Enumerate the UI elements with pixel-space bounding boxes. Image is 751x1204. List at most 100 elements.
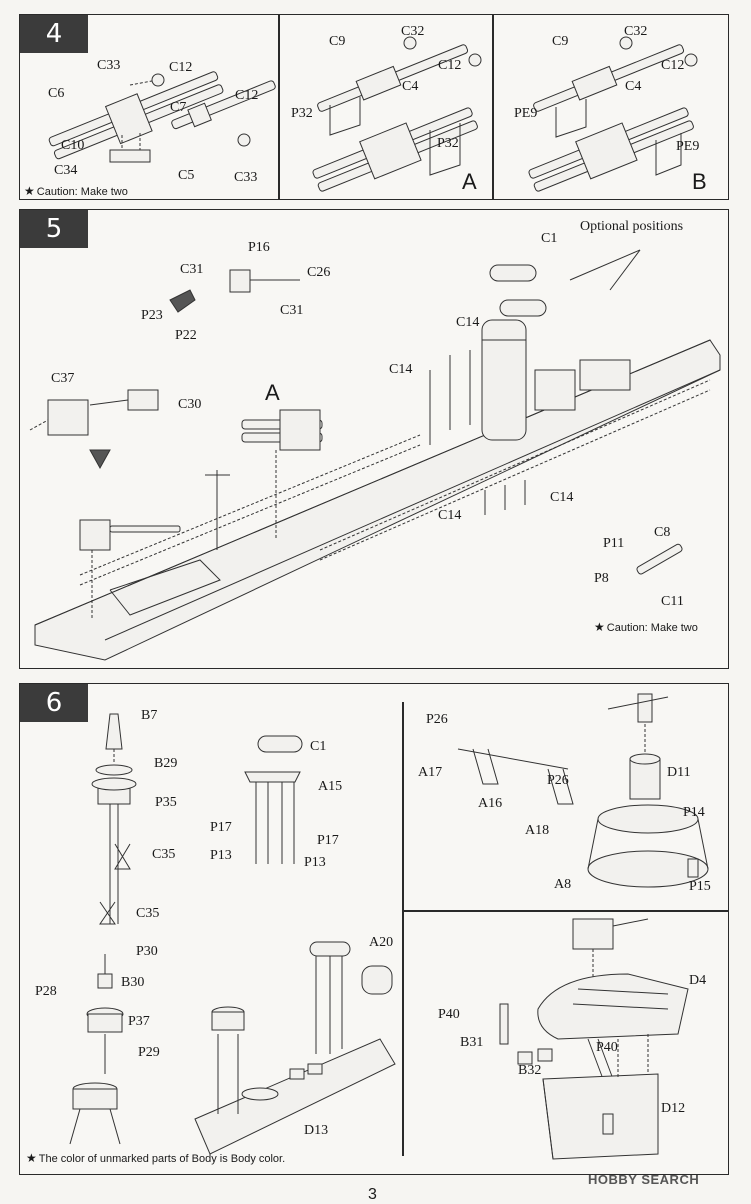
step5-label-c14a: C14 bbox=[456, 315, 480, 330]
step6-label-p17a: P17 bbox=[210, 820, 232, 835]
step4-label-c34: C34 bbox=[54, 163, 78, 178]
step6-label-b31: B31 bbox=[460, 1035, 484, 1050]
step5-label-c31a: C31 bbox=[180, 262, 204, 277]
step6-label-b30: B30 bbox=[121, 975, 145, 990]
step6-label-c35b: C35 bbox=[136, 906, 160, 921]
step5-number: 5 bbox=[20, 210, 88, 248]
step4-label-c6: C6 bbox=[48, 86, 65, 101]
step4-caution-text: Caution: Make two bbox=[36, 186, 128, 198]
step4-b-label-c4: C4 bbox=[625, 79, 642, 94]
step4-b-tag: B bbox=[692, 169, 707, 194]
step5-label-p23: P23 bbox=[141, 308, 163, 323]
step6-divider-horizontal bbox=[402, 910, 728, 912]
step4-divider-1 bbox=[278, 15, 280, 199]
step6-label-d13: D13 bbox=[304, 1123, 329, 1138]
step4-gun-variant-b-drawing bbox=[528, 36, 698, 192]
step6-label-b7: B7 bbox=[141, 708, 158, 723]
step4-caution: ★Caution: Make two bbox=[24, 185, 128, 198]
step4-a-label-p32a: P32 bbox=[291, 106, 313, 121]
step5-label-c31b: C31 bbox=[280, 303, 304, 318]
step5-panel: 5 bbox=[19, 209, 729, 669]
step6-label-p13a: P13 bbox=[210, 848, 232, 863]
step4-b-label-c9: C9 bbox=[552, 34, 569, 49]
step5-deck-assembly-drawing bbox=[29, 249, 721, 661]
step6-bridge-drawing bbox=[499, 918, 689, 1160]
step6-label-p35: P35 bbox=[155, 795, 177, 810]
step4-label-c33b: C33 bbox=[234, 170, 258, 185]
step5-label-c30: C30 bbox=[178, 397, 202, 412]
step4-divider-2 bbox=[492, 15, 494, 199]
step5-label-c14b: C14 bbox=[389, 362, 413, 377]
step5-label-c14d: C14 bbox=[438, 508, 462, 523]
step6-label-p15: P15 bbox=[689, 879, 711, 894]
step6-label-c1: C1 bbox=[310, 739, 327, 754]
step6-label-a15: A15 bbox=[318, 779, 343, 794]
step6-label-p30: P30 bbox=[136, 944, 158, 959]
step4-label-c5: C5 bbox=[178, 168, 195, 183]
star-icon: ★ bbox=[26, 1151, 37, 1165]
page-number: 3 bbox=[368, 1186, 377, 1203]
step4-label-c33a: C33 bbox=[97, 58, 121, 73]
step5-label-p16: P16 bbox=[248, 240, 270, 255]
step6-mast-drawing bbox=[69, 713, 396, 1155]
step5-label-c11: C11 bbox=[661, 594, 684, 609]
step6-label-a18: A18 bbox=[525, 823, 550, 838]
step5-label-c8: C8 bbox=[654, 525, 671, 540]
step4-a-label-p32b: P32 bbox=[437, 136, 459, 151]
step5-label-c1: C1 bbox=[541, 231, 558, 246]
step6-label-c35a: C35 bbox=[152, 847, 176, 862]
step6-label-p26b: P26 bbox=[547, 773, 569, 788]
step5-label-c26: C26 bbox=[307, 265, 331, 280]
step4-gun-assembly-drawing bbox=[48, 71, 276, 163]
step6-label-a17: A17 bbox=[418, 765, 443, 780]
step5-label-c14c: C14 bbox=[550, 490, 574, 505]
step4-gun-variant-a-drawing bbox=[312, 36, 482, 192]
step5-tag-a: A bbox=[265, 380, 280, 405]
step6-label-a16: A16 bbox=[478, 796, 503, 811]
step6-label-d11: D11 bbox=[667, 765, 691, 780]
step4-b-label-pe9b: PE9 bbox=[676, 139, 700, 154]
step6-label-p37: P37 bbox=[128, 1014, 150, 1029]
step6-gun-platform-drawing bbox=[457, 693, 709, 888]
step5-optional-positions: Optional positions bbox=[580, 219, 684, 234]
step6-label-p17b: P17 bbox=[317, 833, 339, 848]
step4-label-c10: C10 bbox=[61, 138, 85, 153]
step4-a-label-c9: C9 bbox=[329, 34, 346, 49]
step6-label-p40b: P40 bbox=[596, 1040, 618, 1055]
step6-label-p26a: P26 bbox=[426, 712, 448, 727]
step6-label-a20: A20 bbox=[369, 935, 394, 950]
star-icon: ★ bbox=[24, 184, 35, 198]
step6-number: 6 bbox=[20, 684, 88, 722]
step4-a-label-c32: C32 bbox=[401, 24, 425, 39]
watermark: HOBBY SEARCH bbox=[588, 1172, 700, 1187]
step6-panel: 6 bbox=[19, 683, 729, 1175]
step6-label-b32: B32 bbox=[518, 1063, 542, 1078]
step5-caution-text: Caution: Make two bbox=[606, 622, 698, 634]
step6-note: ★The color of unmarked parts of Body is … bbox=[26, 1152, 285, 1165]
step6-label-p28: P28 bbox=[35, 984, 57, 999]
step6-label-d12: D12 bbox=[661, 1101, 686, 1116]
step4-label-c7: C7 bbox=[170, 100, 187, 115]
step6-label-a8: A8 bbox=[554, 877, 572, 892]
step6-divider-vertical bbox=[402, 702, 404, 1156]
step6-label-d4: D4 bbox=[689, 973, 707, 988]
step5-label-p8: P8 bbox=[594, 571, 609, 586]
step5-label-p11: P11 bbox=[603, 536, 625, 551]
step6-label-p40a: P40 bbox=[438, 1007, 460, 1022]
step4-label-c12a: C12 bbox=[169, 60, 193, 75]
step6-note-text: The color of unmarked parts of Body is B… bbox=[38, 1153, 286, 1165]
step6-label-p14: P14 bbox=[683, 805, 705, 820]
step4-number: 4 bbox=[20, 15, 88, 53]
step4-a-label-c12: C12 bbox=[438, 58, 462, 73]
step6-label-p29: P29 bbox=[138, 1045, 160, 1060]
star-icon: ★ bbox=[594, 620, 605, 634]
step4-a-label-c4: C4 bbox=[402, 79, 419, 94]
step6-label-b29: B29 bbox=[154, 756, 178, 771]
step5-caution: ★Caution: Make two bbox=[594, 621, 698, 634]
step5-label-p22: P22 bbox=[175, 328, 197, 343]
step4-panel: 4 C33 C12 C6 C7 C10 C34 C5 C12 C33 ★Caut… bbox=[19, 14, 729, 200]
step5-label-c37: C37 bbox=[51, 371, 75, 386]
step4-b-label-c12: C12 bbox=[661, 58, 685, 73]
step4-b-label-pe9a: PE9 bbox=[514, 106, 538, 121]
step4-b-label-c32: C32 bbox=[624, 24, 648, 39]
